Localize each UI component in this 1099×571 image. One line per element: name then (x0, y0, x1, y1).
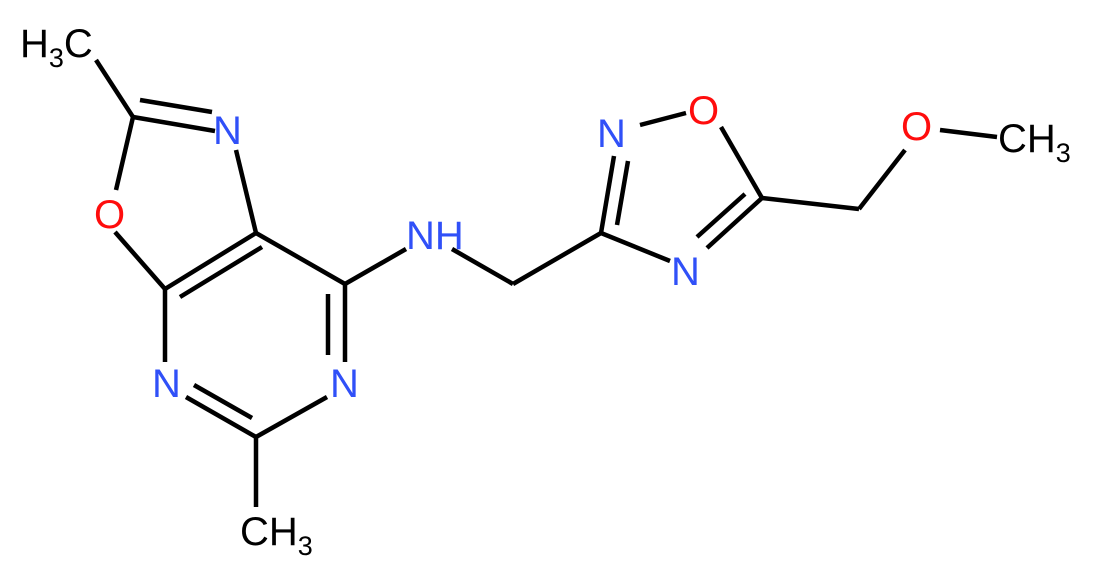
atom-n-oxadiazole-2: N (597, 112, 626, 156)
bond-ch2-c3 (511, 231, 603, 286)
atom-ch3-top-left: H3C (20, 22, 93, 73)
bond-c5-n4-2 (695, 192, 747, 239)
bond-c3a-c4 (254, 231, 347, 286)
atom-n-oxadiazole-4: N (671, 250, 700, 294)
bond-n3-c3a (233, 149, 259, 234)
bond-o1-c5 (719, 125, 764, 200)
bond-c6-n7 (184, 395, 258, 439)
atom-labels: H3C O N N N CH3 NH N O N O CH3 (20, 22, 1071, 561)
atom-o-methoxy: O (901, 105, 932, 149)
bond-c6-n7-2 (192, 383, 254, 420)
bond-c2-o1 (113, 116, 136, 191)
atom-n-pyrimidine-left: N (152, 362, 181, 406)
atom-o-oxadiazole: O (688, 89, 719, 133)
atom-nh: NH (406, 214, 464, 258)
bond-c2-ch3 (94, 58, 135, 119)
bond-n5-c6 (254, 395, 329, 439)
atom-ch3-right: CH3 (998, 117, 1071, 168)
bond-c7a-c3a (163, 231, 258, 291)
bond-nh-ch2 (450, 247, 515, 286)
atom-o-oxazole: O (94, 193, 125, 237)
bond-n4-c3 (600, 230, 671, 264)
bond-c3-n2-2 (614, 160, 631, 226)
bond-c3-n2 (598, 155, 617, 234)
atom-n-pyrimidine-right: N (330, 362, 359, 406)
bond-o1-c7a (113, 230, 167, 291)
bond-c5-ch2 (761, 195, 860, 212)
bond-c2-n3 (132, 114, 216, 134)
bond-ch2-o (857, 148, 907, 211)
atom-ch3-bottom: CH3 (240, 510, 313, 561)
bond-c4-nh (343, 247, 408, 286)
bond-c7a-c3a-2 (178, 245, 264, 299)
bond-o-ch3 (939, 127, 998, 140)
bond-n2-o1 (639, 110, 687, 128)
bonds (94, 58, 998, 507)
bond-c5-n4 (705, 196, 764, 250)
atom-n-oxazole: N (213, 109, 242, 153)
bond-c2-n3-2 (139, 97, 213, 115)
